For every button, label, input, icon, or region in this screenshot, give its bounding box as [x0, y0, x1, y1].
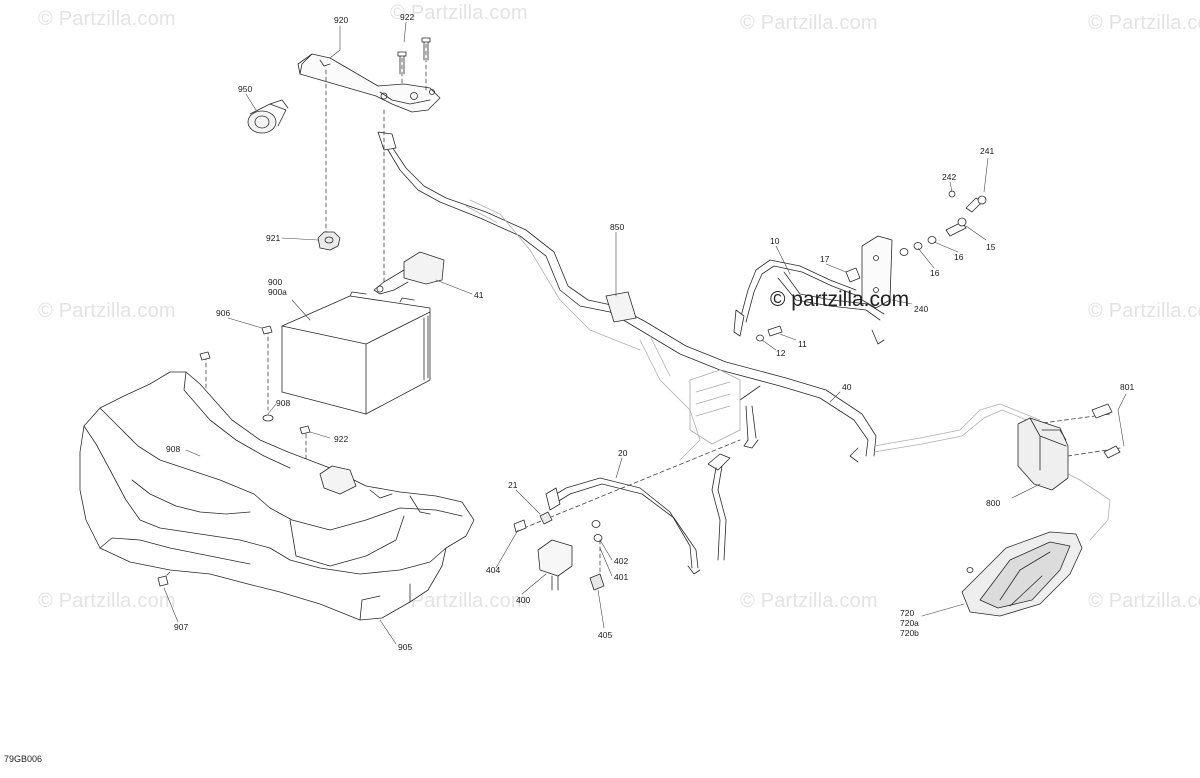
control-module	[1017, 403, 1121, 491]
watermark: © Partzilla.com	[38, 590, 176, 612]
callout-21[interactable]: 21	[508, 480, 518, 490]
watermark: © Partzilla.com	[740, 12, 878, 34]
callout-922[interactable]: 922	[400, 12, 415, 22]
starter-solenoid	[513, 511, 605, 591]
positive-cable	[545, 453, 731, 575]
watermark: © Partzilla.com	[1088, 590, 1200, 612]
callout-leaders	[163, 21, 1127, 645]
callout-400[interactable]: 400	[516, 595, 531, 605]
bolt-922-top	[397, 37, 431, 75]
callout-20[interactable]: 20	[618, 448, 628, 458]
callout-401[interactable]: 401	[614, 572, 629, 582]
diagram-code: 79GB006	[4, 754, 43, 764]
battery-clamp-bracket	[297, 53, 441, 113]
bolt-11	[756, 325, 783, 342]
callout-920[interactable]: 920	[334, 15, 349, 25]
callout-908[interactable]: 908	[276, 398, 291, 408]
callout-850[interactable]: 850	[610, 222, 625, 232]
callout-905[interactable]: 905	[398, 642, 413, 652]
battery	[281, 291, 431, 415]
tail-light	[961, 531, 1083, 617]
callout-15[interactable]: 15	[986, 242, 996, 252]
callout-922[interactable]: 922	[334, 434, 349, 444]
watermark: © Partzilla.com	[390, 590, 528, 612]
callout-720b[interactable]: 720b	[900, 628, 919, 638]
watermark: © Partzilla.com	[38, 8, 176, 30]
callout-720a[interactable]: 720a	[900, 618, 919, 628]
callout-10[interactable]: 10	[770, 236, 780, 246]
callout-11[interactable]: 11	[798, 339, 807, 349]
callout-921[interactable]: 921	[266, 233, 281, 243]
callout-40[interactable]: 40	[842, 382, 852, 392]
callout-906[interactable]: 906	[216, 308, 231, 318]
callout-800[interactable]: 800	[986, 498, 1001, 508]
callout-41[interactable]: 41	[474, 290, 484, 300]
fuse-block	[689, 369, 741, 445]
battery-tray	[79, 371, 475, 621]
callout-908[interactable]: 908	[166, 444, 181, 454]
callout-900[interactable]: 900	[268, 277, 283, 287]
callout-720[interactable]: 720	[900, 608, 915, 618]
main-harness	[377, 131, 877, 463]
key-switch	[247, 99, 289, 134]
callout-16[interactable]: 16	[930, 268, 940, 278]
fastener-stack	[899, 190, 987, 256]
nut-921	[317, 231, 341, 251]
watermark: © Partzilla.com	[1088, 300, 1200, 322]
callout-240[interactable]: 240	[914, 304, 929, 314]
harness-branch	[465, 199, 1111, 541]
callout-907[interactable]: 907	[174, 622, 189, 632]
callout-16[interactable]: 16	[954, 252, 964, 262]
callout-17[interactable]: 17	[820, 254, 830, 264]
callout-241[interactable]: 241	[980, 146, 995, 156]
watermark-center: © partzilla.com	[770, 288, 910, 311]
callout-900a[interactable]: 900a	[268, 287, 287, 297]
callout-242[interactable]: 242	[942, 172, 957, 182]
watermark: © Partzilla.com	[1088, 12, 1200, 34]
watermark: © Partzilla.com	[38, 300, 176, 322]
callout-801[interactable]: 801	[1120, 382, 1135, 392]
watermark: © Partzilla.com	[740, 590, 878, 612]
ground-cable	[733, 235, 893, 345]
lower-fasteners	[157, 325, 311, 587]
callout-12[interactable]: 12	[776, 348, 786, 358]
callout-402[interactable]: 402	[614, 556, 629, 566]
callout-404[interactable]: 404	[486, 565, 501, 575]
watermark: © Partzilla.com	[390, 2, 528, 24]
callout-405[interactable]: 405	[598, 630, 613, 640]
callout-950[interactable]: 950	[238, 84, 253, 94]
terminal-cover	[373, 251, 445, 295]
